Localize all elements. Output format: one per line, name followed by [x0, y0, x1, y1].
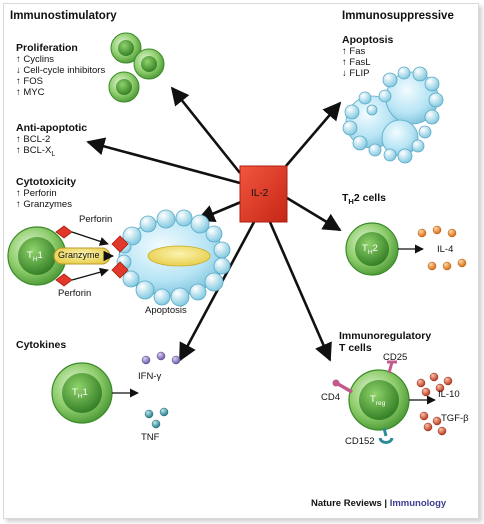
granzyme-label: Granzyme [58, 250, 100, 260]
th2-cell-label: TH2 [362, 243, 378, 256]
th2-cell [345, 222, 424, 276]
proliferation-item: ↓ Cell-cycle inhibitors [16, 65, 106, 76]
tnf-label: TNF [141, 432, 160, 443]
il4-label: IL-4 [437, 244, 454, 255]
perforin-top-label: Perforin [79, 214, 113, 225]
th2-title: TH2 cells [342, 192, 386, 207]
il2-arrows [86, 86, 342, 362]
apoptosis-title: Apoptosis [342, 34, 394, 46]
heading-immunostimulatory: Immunostimulatory [10, 10, 117, 22]
tgf-label: TGF-β [441, 413, 469, 424]
cytotoxicity-item: ↑ Perforin [16, 188, 57, 199]
cytokines-cell-label: TH1 [72, 387, 88, 400]
anti-apoptotic-item: ↑ BCL-XL [16, 145, 56, 158]
cd25-label: CD25 [383, 352, 408, 363]
ifn-label: IFN-γ [138, 371, 162, 382]
target-cell [116, 209, 231, 307]
tgf-particles [419, 411, 447, 436]
il2-box [239, 165, 288, 223]
il4-particles [417, 225, 467, 271]
anti-apoptotic-list: ↑ BCL-2 ↑ BCL-XL [16, 134, 55, 160]
tnf-particles [144, 407, 169, 429]
apoptosis-list: ↑ Fas ↑ FasL ↓ FLIP [342, 46, 371, 79]
cytotoxicity-title: Cytotoxicity [16, 176, 77, 188]
footer-credit: Nature Reviews | Immunology [311, 498, 447, 509]
cytotoxic-cell-label: TH1 [27, 250, 43, 263]
heading-immunosuppressive: Immunosuppressive [342, 10, 454, 22]
granzyme-capsule [53, 247, 115, 265]
anti-apoptotic-item: ↑ BCL-2 [16, 134, 51, 145]
proliferation-list: ↑ Cyclins ↓ Cell-cycle inhibitors ↑ FOS … [16, 54, 105, 98]
apoptosis-item: ↑ Fas [342, 46, 366, 57]
cd4-label: CD4 [321, 392, 341, 403]
ifn-particles [141, 351, 181, 365]
proliferation-title: Proliferation [16, 42, 78, 54]
cytotoxicity-list: ↑ Perforin ↑ Granzymes [16, 188, 72, 210]
proliferating-cells [108, 32, 165, 103]
cytokines-t-cell [51, 362, 139, 424]
arrow-to-proliferation [170, 86, 242, 174]
treg-title-line1: Immunoregulatory [339, 330, 432, 342]
anti-apoptotic-title: Anti-apoptotic [16, 122, 88, 134]
perforin-shapes [55, 225, 129, 287]
treg-cell-label: Treg [370, 394, 386, 407]
apoptosis-item: ↓ FLIP [342, 68, 370, 79]
apoptotic-cluster [342, 66, 444, 164]
treg-cell [332, 360, 436, 444]
arrow-to-treg [268, 221, 332, 362]
cytokines-title: Cytokines [16, 339, 67, 351]
il10-particles [416, 372, 453, 397]
perforin-bottom-label: Perforin [58, 288, 92, 299]
arrow-to-anti-apoptotic [86, 137, 241, 185]
apoptosis-item: ↑ FasL [342, 57, 371, 68]
treg-title-line2: T cells [339, 342, 372, 354]
proliferation-item: ↑ Cyclins [16, 54, 55, 65]
il2-label: IL-2 [251, 188, 269, 199]
cd152-label: CD152 [345, 436, 375, 447]
apoptosis-label-left: Apoptosis [145, 305, 187, 316]
proliferation-item: ↑ FOS [16, 76, 43, 87]
arrow-to-apoptosis [285, 101, 342, 167]
arrow-to-cytokines [178, 221, 256, 362]
il10-label: IL-10 [438, 389, 460, 400]
cytotoxicity-item: ↑ Granzymes [16, 199, 72, 210]
proliferation-item: ↑ MYC [16, 87, 45, 98]
arrow-to-th2 [286, 196, 342, 232]
